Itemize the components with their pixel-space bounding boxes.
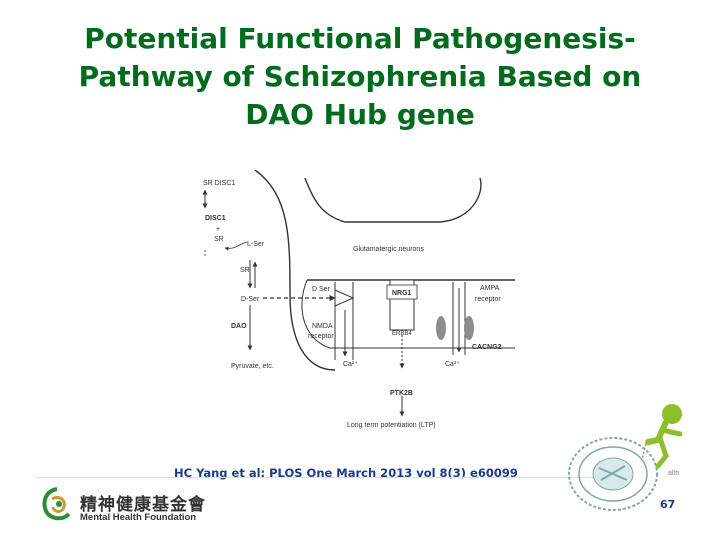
title-line-3: DAO Hub gene [245,98,475,131]
label-erbb4: ERBB4 [392,331,412,337]
label-ltp: Long term potentiation (LTP) [347,422,436,429]
label-plus: + [216,226,220,233]
label-pyruvate: Pyruvate, etc. [231,363,274,370]
label-ca-right: Ca²⁺ [445,361,460,368]
label-sr-disc1: SR DISC1 [203,180,235,187]
postsynaptic-lower [301,279,515,349]
label-cacng2: CACNG2 [472,344,502,351]
label-d-ser-left: D-Ser [241,296,260,303]
cacng2-left-subunit [436,316,446,340]
lser-arrow [224,241,248,251]
presynaptic-membrane [304,177,482,223]
label-disc1: DISC1 [205,215,226,222]
label-sr-mid: SR [240,267,250,274]
label-ca-left: Ca²⁺ [343,361,358,368]
label-glutamatergic: Glutamatergic neurons [353,246,424,253]
foundation-logo: 精神健康基金會 Mental Health Foundation [40,487,220,527]
label-dao: DAO [231,323,247,330]
label-ampa: AMPA [480,285,500,292]
foundation-chinese-name: 精神健康基金會 [80,495,206,515]
slide-title: Potential Functional Pathogenesis- Pathw… [0,20,720,134]
mascot-figure-icon [641,404,683,469]
pathway-diagram: SR DISC1 DISC1 + SR L-Ser SR D-Ser DAO P… [202,170,515,429]
glial-membrane [254,170,336,371]
title-line-1: Potential Functional Pathogenesis- [84,22,636,55]
health-text-fragment: alth [668,470,680,477]
foundation-logo-icon [42,487,71,521]
nrg1-box [386,284,418,300]
label-nmda: NMDA [312,323,333,330]
label-ptk2b: PTK2B [390,390,413,397]
label-d-ser-right: D Ser [312,286,331,293]
page-number: 67 [660,498,676,511]
nmda-binding-site [334,289,355,307]
label-sr-top: SR [214,236,224,243]
label-nrg1: NRG1 [392,290,412,297]
citation: HC Yang et al: PLOS One March 2013 vol 8… [174,466,518,480]
footer-divider [36,477,616,478]
title-line-2: Pathway of Schizophrenia Based on [78,60,642,93]
seal-stamp-icon [568,437,658,511]
label-receptor-ampa: receptor [475,296,501,303]
foundation-english-name: Mental Health Foundation [80,512,197,523]
label-l-ser: L-Ser [247,241,265,248]
label-receptor-nmda: receptor [308,333,334,340]
cacng2-right-subunit [464,316,474,340]
